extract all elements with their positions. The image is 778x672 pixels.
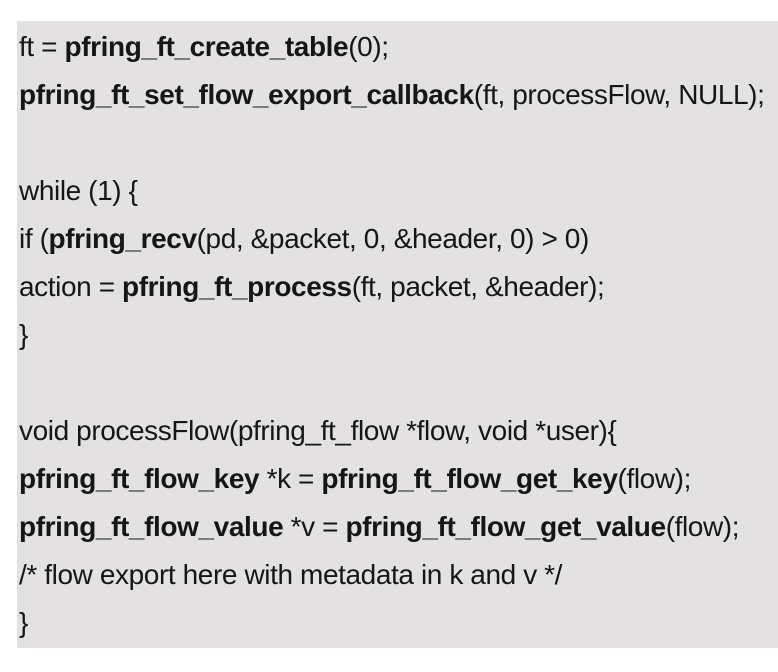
code-token: (flow); [617, 463, 692, 494]
code-token: if ( [19, 223, 49, 254]
code-token: *v = [283, 511, 346, 542]
code-token-bold: pfring_ft_create_table [64, 31, 349, 62]
code-token: void processFlow(pfring_ft_flow *flow, v… [19, 415, 617, 446]
code-line: /* flow export here with metadata in k a… [19, 551, 778, 599]
code-line: pfring_ft_set_flow_export_callback(ft, p… [19, 71, 778, 119]
code-line: } [19, 599, 778, 647]
code-token-bold: pfring_ft_flow_key [19, 463, 260, 494]
code-token: } [19, 607, 28, 638]
code-token: ft = [19, 31, 65, 62]
code-line: action = pfring_ft_process(ft, packet, &… [19, 263, 778, 311]
code-token: (0); [348, 31, 389, 62]
code-token: action = [19, 271, 123, 302]
code-token: /* flow export here with metadata in k a… [19, 559, 563, 590]
code-token-bold: pfring_ft_flow_get_value [345, 511, 666, 542]
code-line: ft = pfring_ft_create_table(0); [19, 23, 778, 71]
code-line: if (pfring_recv(pd, &packet, 0, &header,… [19, 215, 778, 263]
code-line [19, 119, 778, 167]
code-line: pfring_ft_flow_key *k = pfring_ft_flow_g… [19, 455, 778, 503]
code-line: } [19, 311, 778, 359]
code-token: while (1) { [19, 175, 138, 206]
code-token: } [19, 319, 28, 350]
code-token-bold: pfring_ft_process [122, 271, 352, 302]
code-token: (ft, processFlow, NULL); [473, 79, 765, 110]
code-token-bold: pfring_ft_flow_get_key [321, 463, 618, 494]
code-line: pfring_ft_flow_value *v = pfring_ft_flow… [19, 503, 778, 551]
code-token-bold: pfring_recv [48, 223, 198, 254]
code-token: (flow); [665, 511, 740, 542]
code-token: *k = [259, 463, 322, 494]
code-line: while (1) { [19, 167, 778, 215]
code-block: ft = pfring_ft_create_table(0);pfring_ft… [17, 21, 778, 648]
code-token: (pd, &packet, 0, &header, 0) > 0) [196, 223, 590, 254]
code-token-bold: pfring_ft_flow_value [19, 511, 284, 542]
code-token-bold: pfring_ft_set_flow_export_callback [19, 79, 474, 110]
code-token: (ft, packet, &header); [351, 271, 605, 302]
code-line: void processFlow(pfring_ft_flow *flow, v… [19, 407, 778, 455]
code-line [19, 359, 778, 407]
